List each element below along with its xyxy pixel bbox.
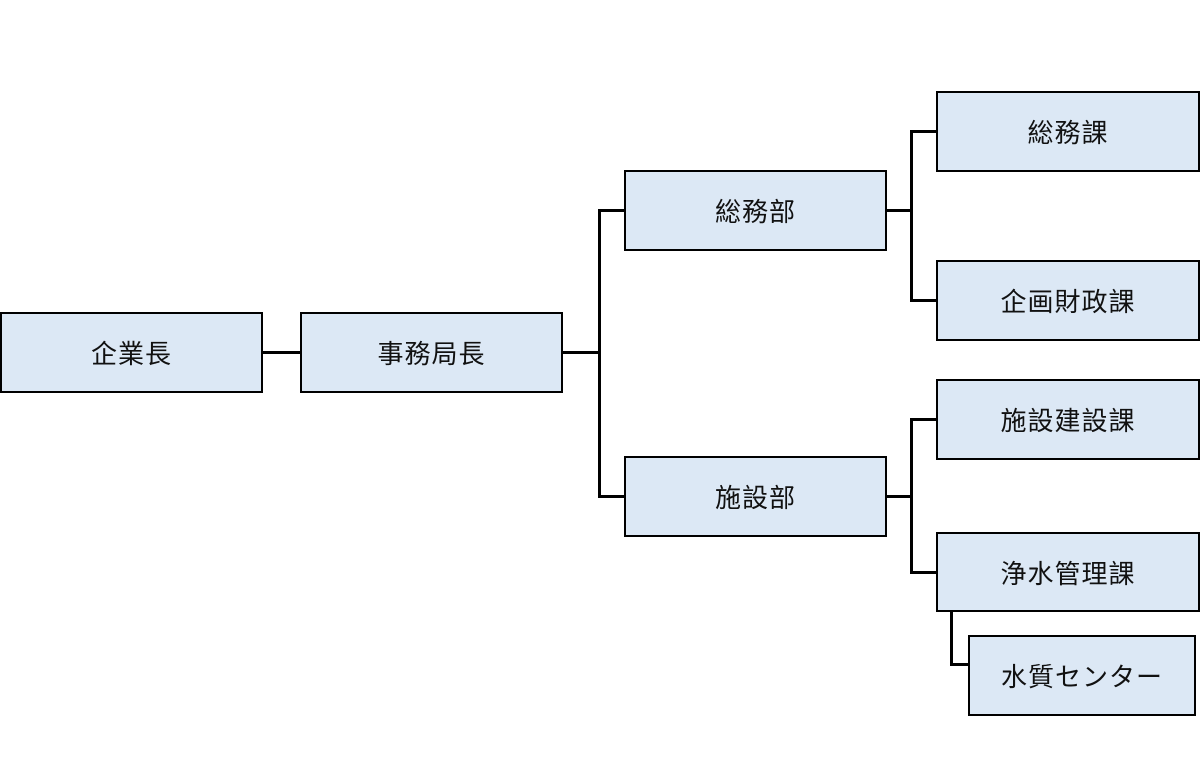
node-section-planning-finance: 企画財政課 [936,260,1200,341]
connector-to-dept-general [598,209,626,212]
node-section-general-affairs: 総務課 [936,91,1200,172]
node-root-label: 企業長 [90,340,172,370]
connector-to-section-planning-finance [910,299,938,302]
node-dept-general: 総務部 [624,170,887,251]
connector-to-water-quality-center [950,663,970,666]
connector-to-section-construction [910,418,938,421]
connector-general-sections [910,130,913,301]
node-director-label: 事務局長 [377,340,486,370]
node-section-general-affairs-label: 総務課 [1027,119,1109,149]
connector-general-trunk [886,209,912,212]
connector-facilities-sections [910,418,913,573]
connector-director-trunk [562,351,600,354]
node-dept-facilities-label: 施設部 [714,484,796,514]
node-section-construction: 施設建設課 [936,379,1200,460]
connector-to-dept-facilities [598,495,626,498]
connector-facilities-trunk [886,495,912,498]
connector-to-section-water-purification [910,571,938,574]
node-director: 事務局長 [300,312,563,393]
node-water-quality-center-label: 水質センター [1000,663,1163,693]
connector-root-director [262,351,302,354]
node-dept-general-label: 総務部 [714,198,796,228]
node-section-construction-label: 施設建設課 [1000,407,1136,437]
node-dept-facilities: 施設部 [624,456,887,537]
connector-purification-sub [950,611,953,665]
node-section-planning-finance-label: 企画財政課 [1000,288,1136,318]
node-water-quality-center: 水質センター [968,635,1196,716]
node-section-water-purification-label: 浄水管理課 [1000,559,1136,590]
node-section-water-purification: 浄水管理課 [936,532,1200,612]
connector-to-section-general-affairs [910,130,938,133]
node-root: 企業長 [0,312,263,393]
connector-dept-trunk [598,209,601,498]
